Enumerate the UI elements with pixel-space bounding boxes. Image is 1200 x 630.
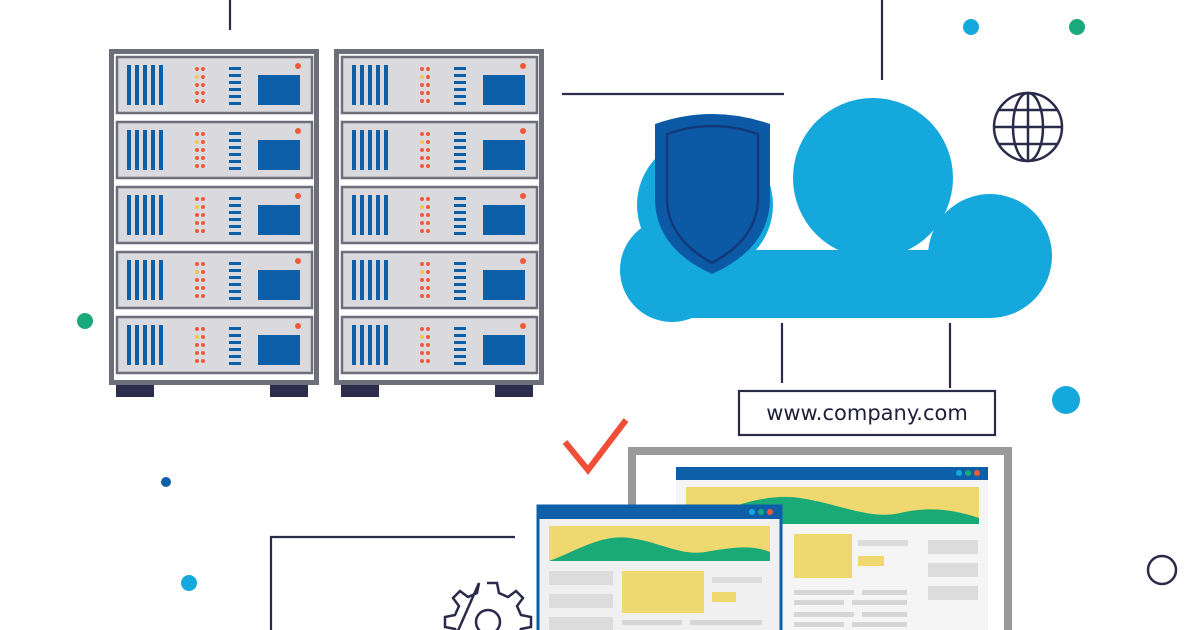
dot-navy	[161, 477, 171, 487]
server-rack-icon	[109, 49, 319, 397]
server-rack-icon	[334, 49, 544, 397]
connector-lines	[228, 0, 952, 630]
dot-blue	[1052, 386, 1080, 414]
dot-green	[77, 313, 93, 329]
gear-icon	[443, 581, 533, 630]
url-text: www.company.com	[766, 401, 968, 425]
dot-blue	[963, 19, 979, 35]
dot-blue	[181, 575, 197, 591]
dot-green	[1069, 19, 1085, 35]
checkmark-icon	[562, 418, 629, 475]
browser-window-icon	[536, 504, 783, 630]
decorative-dots	[77, 19, 1178, 591]
shield-icon	[655, 114, 770, 274]
url-box: www.company.com	[737, 389, 997, 437]
ring-icon	[1146, 554, 1178, 586]
globe-icon	[992, 91, 1064, 163]
